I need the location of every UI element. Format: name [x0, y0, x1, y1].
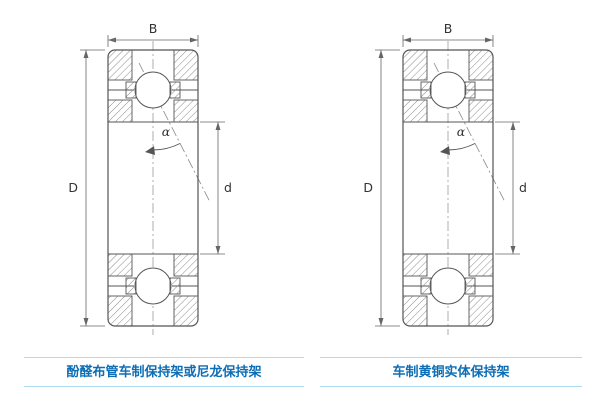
caption-right-cage-type: 车制黄铜实体保持架	[320, 357, 582, 387]
contact-angle-arc	[152, 143, 181, 151]
contact-angle-arc	[447, 143, 476, 151]
ball-bottom	[429, 267, 467, 305]
cage-pockets	[420, 81, 476, 295]
dimension-width-B	[402, 35, 494, 47]
dim-label-d: d	[519, 180, 527, 195]
caption-left-cage-type: 酚醛布管车制保持架或尼龙保持架	[24, 357, 304, 387]
bearing-cross-section-right: α	[363, 22, 527, 335]
dimension-outer-diameter-D	[80, 49, 105, 327]
bearing-outline	[107, 49, 199, 327]
ball-bottom	[134, 267, 172, 305]
dimension-outer-diameter-D	[375, 49, 400, 327]
dimension-bore-d	[495, 121, 520, 255]
contact-angle-label: α	[162, 124, 171, 139]
arc-arrowhead	[145, 146, 155, 155]
cage-pockets	[125, 81, 181, 295]
contact-angle-label: α	[457, 124, 466, 139]
dimension-width-B	[107, 35, 199, 47]
dim-label-D: D	[68, 180, 78, 195]
ball-top	[134, 71, 172, 109]
dimension-bore-d	[200, 121, 225, 255]
bearing-cross-section-left: α	[68, 22, 232, 335]
dim-label-d: d	[224, 180, 232, 195]
ring-sections	[403, 50, 493, 326]
arc-arrowhead	[440, 146, 450, 155]
ball-top	[429, 71, 467, 109]
dim-label-D: D	[363, 180, 373, 195]
bearing-outline	[402, 49, 494, 327]
dim-label-B: B	[149, 22, 158, 36]
dim-label-B: B	[444, 22, 453, 36]
ring-sections	[108, 50, 198, 326]
